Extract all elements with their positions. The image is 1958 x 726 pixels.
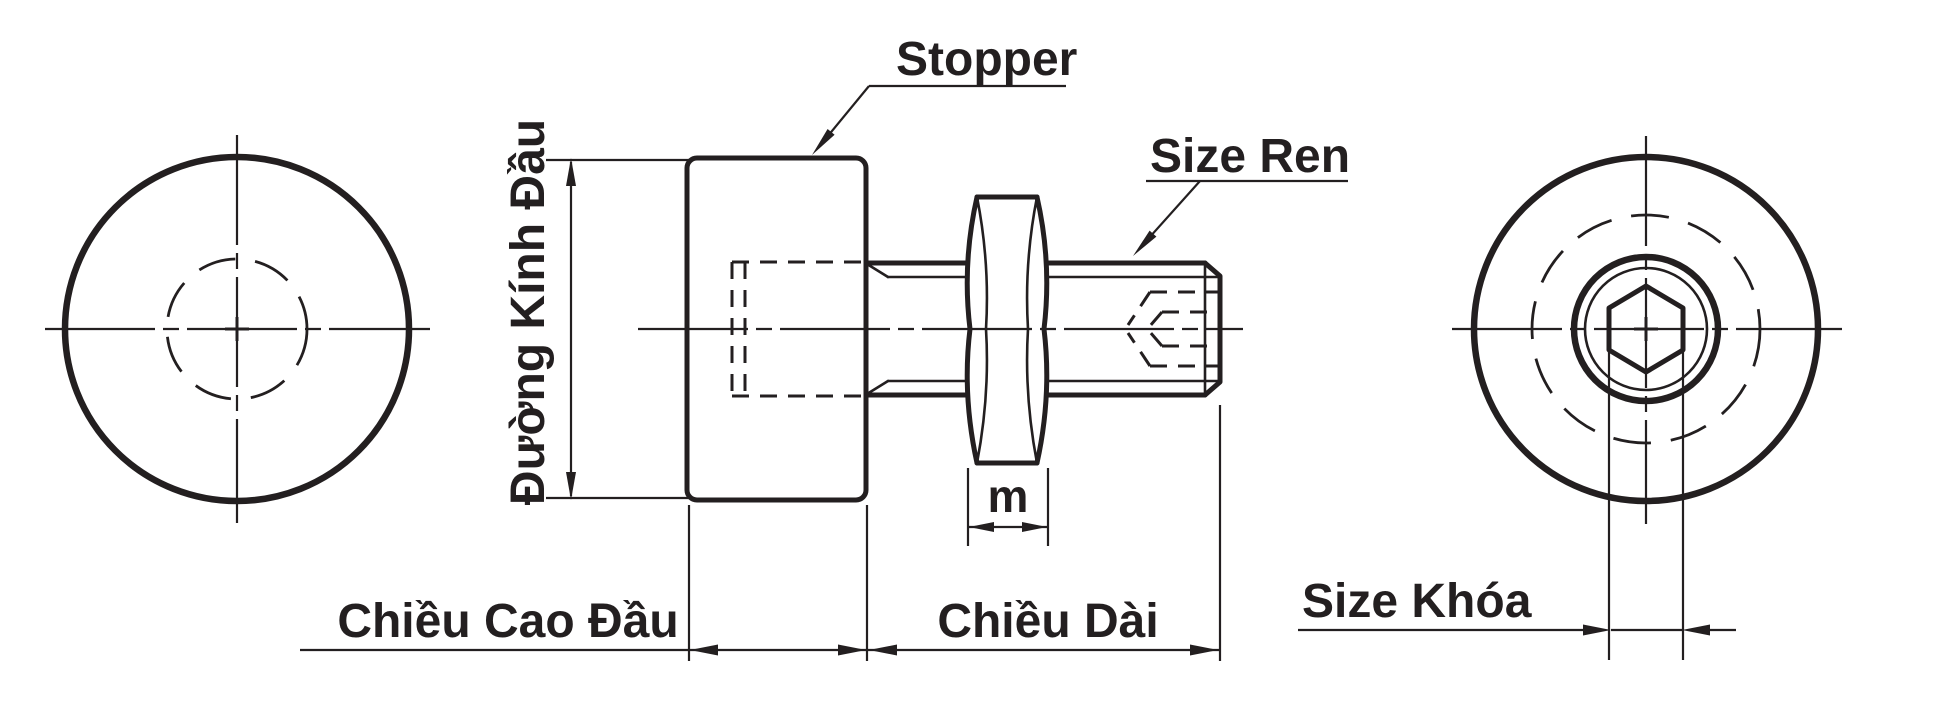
dimension-arrow-down — [566, 472, 576, 500]
hidden-circle — [1530, 213, 1762, 445]
dimension-arrow-right — [838, 644, 866, 656]
hex-nut — [964, 194, 1050, 466]
dimension-arrow-right — [1190, 644, 1218, 656]
label-thread-size: Size Ren — [1150, 130, 1350, 183]
dimension-arrow-left — [1682, 624, 1710, 636]
dimension-arrow-left — [690, 644, 718, 656]
shaft-chamfer-bottom — [865, 379, 890, 396]
dim-wrench-size: Size Khóa — [1298, 352, 1736, 660]
hex-socket — [1606, 283, 1686, 375]
stud-end-circle — [1570, 253, 1722, 405]
side-view — [638, 155, 1243, 503]
end-view — [1452, 136, 1842, 524]
dimension-arrow-up — [566, 158, 576, 186]
leader-stopper: Stopper — [812, 33, 1077, 155]
dim-nut-thickness: m — [966, 468, 1050, 546]
dimension-arrow-left — [869, 644, 897, 656]
dim-head-diameter: Đường Kính Đầu — [502, 119, 692, 505]
dim-bottom-chain: Chiều Cao Đầu Chiều Dài — [300, 405, 1222, 661]
head-outline-circle — [1470, 153, 1822, 505]
label-head-diameter: Đường Kính Đầu — [502, 119, 555, 505]
center-cross — [1634, 317, 1658, 341]
shaft-end-face — [1202, 260, 1223, 398]
hidden-line — [1148, 331, 1164, 347]
label-head-height: Chiều Cao Đầu — [337, 595, 678, 648]
stopper-head-outline — [684, 155, 869, 503]
head-outline-circle — [61, 153, 413, 505]
hidden-line — [1148, 311, 1164, 327]
thread-inner-circle — [1583, 266, 1709, 392]
leader-thread-size: Size Ren — [1133, 130, 1350, 256]
leader-arrow — [812, 129, 835, 155]
hidden-stud-circle — [165, 257, 309, 401]
dimension-arrow-right — [1022, 522, 1047, 532]
nut-right-side — [1034, 194, 1050, 466]
hidden-cone-top — [1126, 291, 1152, 326]
front-view — [45, 135, 430, 523]
shaft-chamfer-top — [865, 262, 890, 279]
nut-left-side — [964, 194, 980, 466]
label-wrench-size: Size Khóa — [1302, 575, 1532, 628]
leader-arrow — [1133, 230, 1157, 256]
label-length: Chiều Dài — [937, 595, 1158, 648]
hidden-end-socket — [1126, 290, 1219, 368]
dimension-arrow-left — [969, 522, 994, 532]
dimension-arrow-right — [1583, 624, 1611, 636]
label-nut-thickness: m — [988, 470, 1029, 522]
center-cross — [225, 317, 249, 341]
label-stopper: Stopper — [896, 33, 1077, 86]
nut-left-face-arc — [975, 195, 989, 465]
hidden-cone-bottom — [1126, 332, 1152, 367]
nut-right-face-arc — [1025, 195, 1039, 465]
